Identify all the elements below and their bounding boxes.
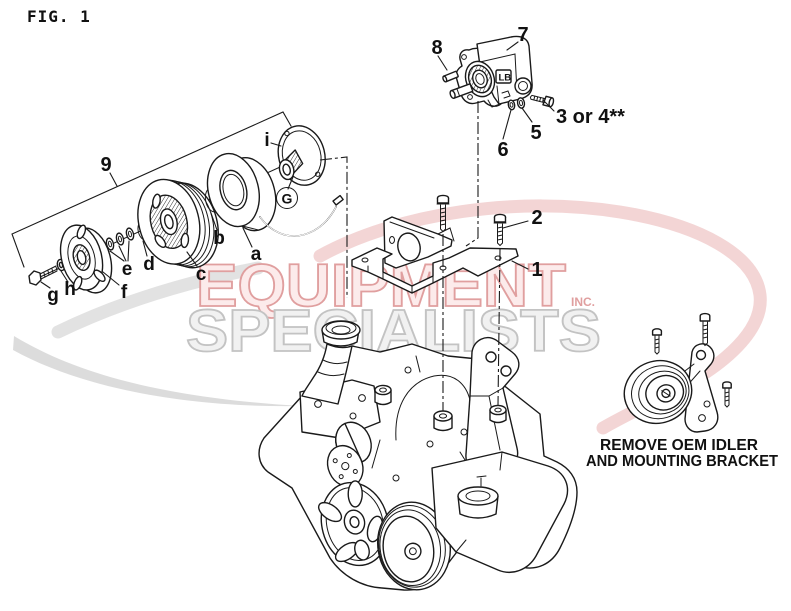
part-shims-e	[105, 227, 135, 251]
part-rotor-i	[277, 125, 326, 186]
engine-illustration	[258, 320, 578, 591]
callout-g: g	[47, 285, 59, 306]
clutch-exploded-view	[28, 125, 344, 294]
idler-assembly-illustration	[623, 312, 732, 433]
part-pulley-c	[137, 178, 219, 269]
part-front-plate-f	[59, 224, 113, 294]
callout-7: 7	[517, 24, 528, 46]
callout-6: 6	[497, 139, 508, 161]
callout-3-or-4: 3 or 4**	[556, 106, 625, 128]
idler-bolt-3	[722, 381, 732, 408]
callout-i: i	[264, 130, 269, 151]
idler-pulley	[623, 359, 693, 425]
figure-title: FIG. 1	[27, 7, 91, 26]
callout-ground: G	[276, 187, 298, 209]
engine-main-pulley	[377, 501, 451, 591]
watermark-swoosh-gray-upper	[51, 261, 265, 339]
engine-crank-pulley	[317, 480, 390, 567]
part-washer-6	[507, 99, 516, 111]
callout-a: a	[251, 244, 262, 265]
engine-boss-1	[374, 384, 392, 406]
engine-boss-2	[433, 410, 453, 432]
part-bolt-2b	[493, 213, 507, 247]
callout-d: d	[143, 254, 155, 275]
callout-9: 9	[100, 154, 111, 176]
part-coil-a	[206, 152, 344, 237]
callout-ground-letter: G	[282, 191, 293, 207]
part-pump-7: LB	[449, 35, 533, 108]
part-bolt-2a	[436, 194, 450, 233]
callout-h: h	[64, 279, 76, 300]
idler-bolt-2	[699, 312, 711, 347]
pump-illustration: LB	[442, 35, 555, 111]
callout-f: f	[121, 282, 128, 303]
engine-right-body	[431, 451, 569, 574]
callout-1: 1	[531, 259, 542, 281]
part-washer-5	[516, 97, 526, 109]
callout-2: 2	[531, 207, 542, 229]
callout-c: c	[196, 264, 207, 285]
engine-waterpump-pulley	[326, 421, 372, 488]
watermark: EQUIPMENT INC. SPECIALISTS	[13, 199, 767, 435]
part-bolt-g	[28, 265, 58, 286]
engine-boss-3	[489, 404, 507, 424]
callout-leaders	[40, 41, 555, 289]
callout-8: 8	[431, 37, 442, 59]
alignment-lines	[319, 101, 501, 411]
callout-e: e	[122, 259, 133, 280]
mounting-bracket-illustration	[351, 194, 519, 294]
note-line-2: AND MOUNTING BRACKET	[586, 453, 778, 470]
watermark-word-specialists: SPECIALISTS	[186, 298, 601, 364]
part-pin-8	[442, 70, 459, 83]
part-bolt-3	[529, 94, 555, 108]
watermark-suffix-inc: INC.	[571, 295, 595, 309]
callout-5: 5	[530, 122, 541, 144]
note-line-1: REMOVE OEM IDLER	[600, 437, 758, 454]
idler-bolt-1	[651, 328, 663, 355]
watermark-swoosh-gray-tail	[13, 336, 300, 407]
callout-b: b	[213, 228, 225, 249]
dimension-bracket-9	[11, 111, 292, 268]
pump-marking: LB	[499, 73, 512, 84]
part-bracket-1	[351, 216, 519, 294]
